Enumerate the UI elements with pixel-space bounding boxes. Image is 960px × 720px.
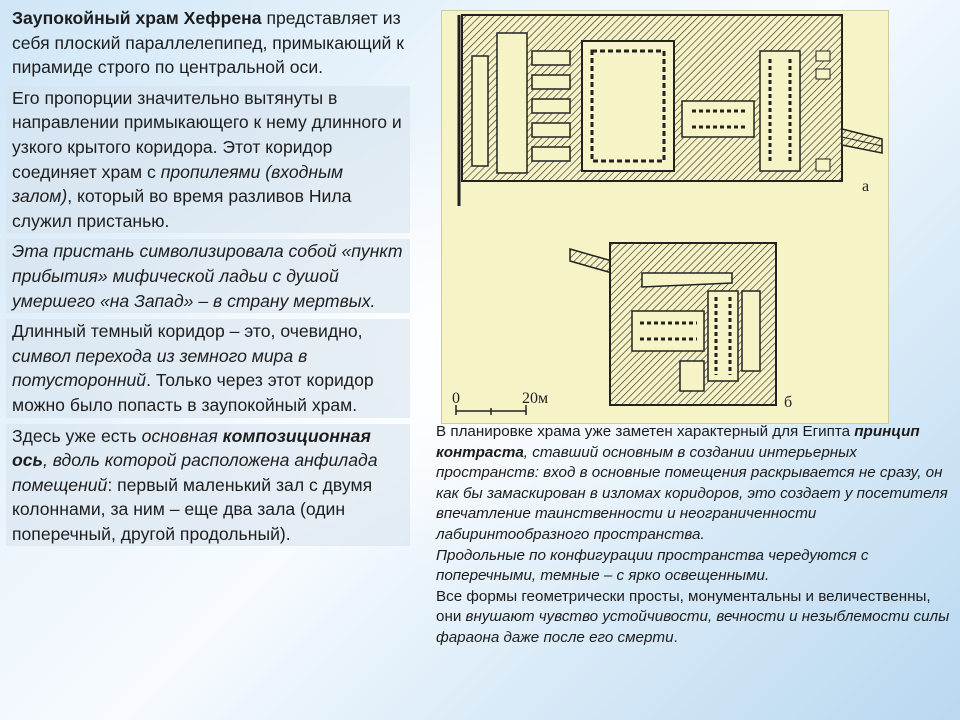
text-span: Его пропорции значительно вытянуты в нап… xyxy=(12,87,402,182)
scale-bar: 0 20м xyxy=(452,390,548,415)
plan-a: а xyxy=(457,14,883,206)
left-text-column: Заупокойный храм Хефрена представляет из… xyxy=(6,6,410,552)
caption-alternation: Продольные по конфигурации пространства … xyxy=(436,546,960,587)
paragraph-intro: Заупокойный храм Хефрена представляет из… xyxy=(6,6,410,80)
scale-twenty: 20м xyxy=(522,390,548,407)
text-span: . xyxy=(673,628,678,646)
text-span: , который во время разливов Нила служил … xyxy=(12,186,352,231)
figure-caption: В планировке храма уже заметен характерн… xyxy=(432,420,960,651)
text-span: : первый маленький зал с двумя колоннами… xyxy=(12,474,373,544)
paragraph-corridor: Длинный темный коридор – это, очевидно, … xyxy=(6,319,410,418)
plan-b: б xyxy=(569,242,792,411)
plan-a-label: а xyxy=(862,178,869,195)
italic-span: внушают чувство устойчивости, вечности и… xyxy=(436,608,950,646)
scale-zero: 0 xyxy=(452,390,460,407)
paragraph-proportions: Его пропорции значительно вытянуты в нап… xyxy=(6,85,410,234)
text-span: Здесь уже есть xyxy=(12,425,142,446)
temple-plan-figure: а б 0 20м xyxy=(441,10,889,424)
italic-span: , вдоль которой расположена анфилада пом… xyxy=(12,450,378,495)
italic-span: , ставший основным в создании интерьерны… xyxy=(436,443,948,543)
bold-italic-span: композиционная ось xyxy=(12,425,371,471)
text-span: Все формы геометрически просты, монумент… xyxy=(436,587,931,626)
italic-span: Продольные по конфигурации пространства … xyxy=(436,546,869,585)
italic-span: пропилеями (входным залом) xyxy=(12,161,344,207)
paragraph-intro-text: представляет из себя плоский параллелепи… xyxy=(12,8,404,78)
paragraph-axis: Здесь уже есть основная композиционная о… xyxy=(6,423,410,547)
text-span: В планировке храма уже заметен характерн… xyxy=(436,423,855,440)
temple-plan-drawing: а б 0 20м xyxy=(452,14,883,415)
plan-b-label: б xyxy=(784,394,792,411)
bold-italic-span: принцип контраста xyxy=(436,423,920,461)
caption-forms: Все формы геометрически просты, монумент… xyxy=(436,587,960,649)
italic-span: основная xyxy=(141,425,223,446)
italic-span: Эта пристань символизировала собой «пунк… xyxy=(12,241,403,311)
italic-span: символ перехода из земного мира в потуст… xyxy=(12,345,308,391)
temple-title: Заупокойный храм Хефрена xyxy=(12,8,262,28)
caption-contrast: В планировке храма уже заметен характерн… xyxy=(436,422,960,546)
text-span: Длинный темный коридор – это, очевидно, xyxy=(12,321,363,342)
paragraph-pier: Эта пристань символизировала собой «пунк… xyxy=(6,239,410,314)
text-span: . Только через этот коридор можно было п… xyxy=(12,370,374,415)
